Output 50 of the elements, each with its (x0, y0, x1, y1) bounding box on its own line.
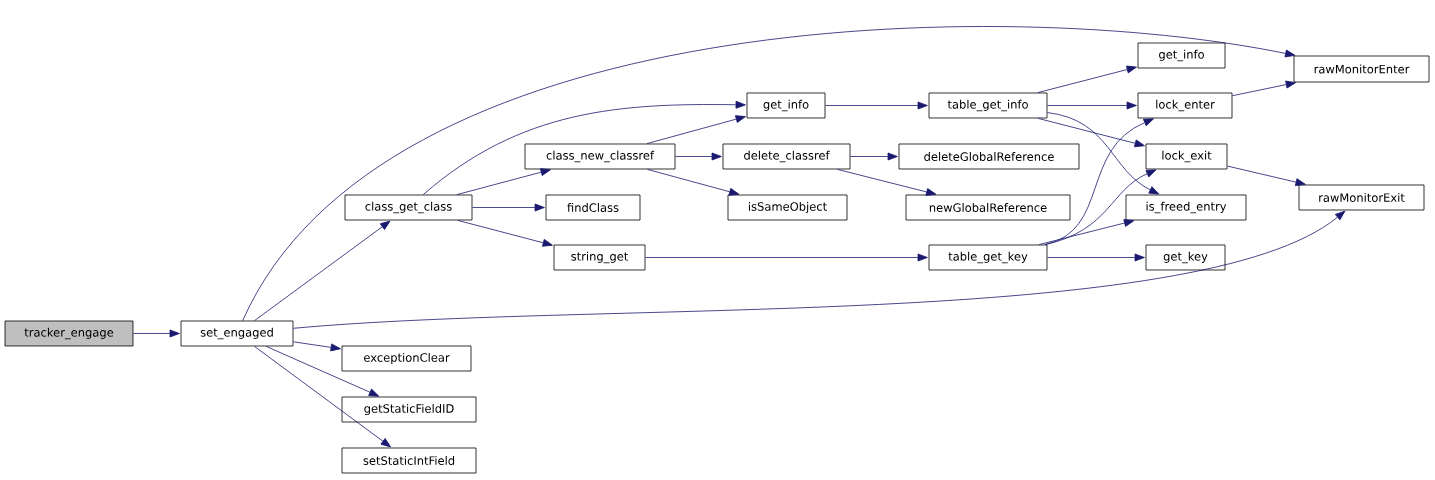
function-box: setStaticIntField (341, 447, 477, 474)
function-box: table_get_info (928, 92, 1048, 119)
arrow (133, 329, 180, 338)
arrow (1227, 165, 1306, 186)
arrow (1232, 80, 1296, 97)
arrow (293, 341, 341, 352)
function-box: rawMonitorExit (1298, 184, 1425, 211)
arrow (472, 203, 545, 212)
arrow (457, 220, 553, 247)
arrow (675, 152, 722, 161)
function-box: lock_exit (1145, 143, 1228, 170)
arrow (456, 168, 551, 195)
arrow (825, 101, 928, 110)
function-box: table_get_key (928, 244, 1048, 271)
arrow (1047, 101, 1137, 110)
arrow (645, 253, 928, 262)
function-box: get_key (1145, 244, 1226, 271)
function-box: string_get (553, 244, 646, 271)
arrow (1044, 169, 1157, 245)
function-box: exceptionClear (341, 345, 472, 372)
function-box: delete_classref (722, 143, 851, 170)
function-box: class_new_classref (524, 143, 676, 170)
arrow (1038, 219, 1135, 245)
function-box: is_freed_entry (1125, 194, 1247, 221)
function-box: get_info (1137, 42, 1226, 69)
arrow (1047, 253, 1145, 262)
arrow (837, 169, 937, 196)
arrow (1037, 118, 1145, 148)
function-box: class_get_class (344, 194, 473, 221)
arrow (646, 115, 746, 144)
function-box: get_info (746, 92, 826, 119)
function-box: tracker_engage (4, 320, 134, 347)
arrow (1047, 112, 1160, 195)
function-box: findClass (545, 194, 641, 221)
function-box: deleteGlobalReference (898, 143, 1080, 170)
function-box: newGlobalReference (905, 194, 1071, 221)
arrow (850, 152, 898, 161)
arrow (1037, 65, 1137, 93)
arrow (647, 169, 740, 196)
function-box: lock_enter (1137, 92, 1233, 119)
arrow (254, 346, 391, 448)
arrow (422, 100, 746, 195)
function-box: isSameObject (727, 194, 848, 221)
function-box: set_engaged (180, 320, 294, 347)
arrow (265, 346, 380, 397)
function-box: getStaticFieldID (341, 396, 477, 423)
arrow (254, 220, 391, 321)
arrow (293, 210, 1346, 329)
function-box: rawMonitorEnter (1293, 55, 1430, 83)
arrow (242, 26, 1296, 321)
